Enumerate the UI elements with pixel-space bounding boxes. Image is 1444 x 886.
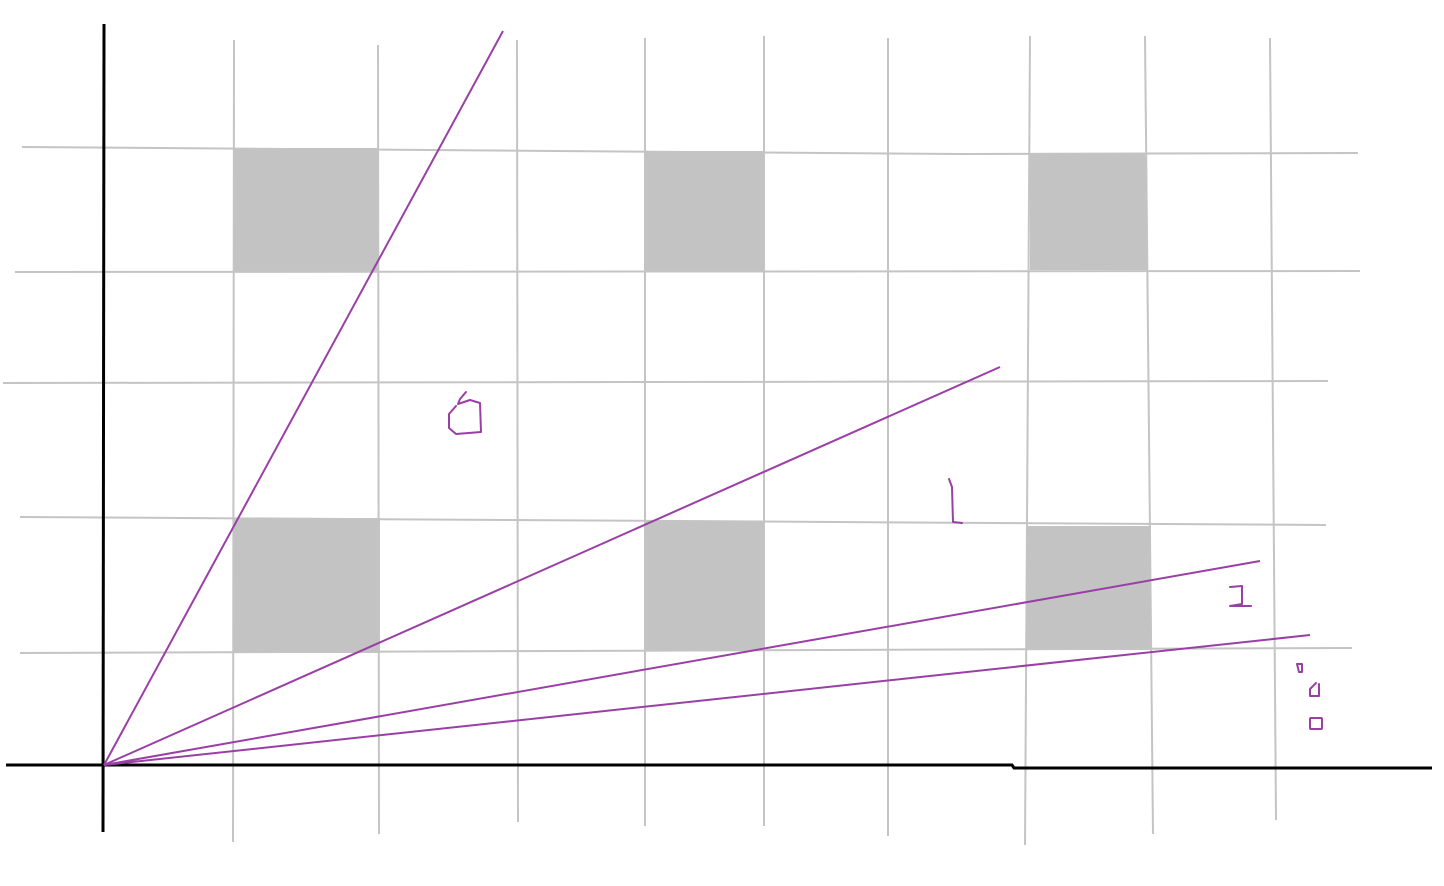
handwritten-mark-2 [948, 478, 963, 524]
rays [103, 30, 1311, 766]
x-axis [6, 763, 1432, 770]
shaded-cell-bottom-1 [233, 518, 380, 653]
ray-shallow [103, 560, 1261, 766]
handwritten-mark-5 [1309, 682, 1320, 697]
grid-line-horizontal [2, 380, 1329, 384]
shaded-cell-bottom-2 [645, 521, 764, 651]
grid-line-horizontal [14, 270, 1361, 273]
shaded-cell-top-2 [645, 151, 764, 271]
grid-line-horizontal [21, 146, 1359, 156]
grid-line-vertical [232, 39, 235, 843]
y-axis [101, 23, 106, 833]
handwritten-mark-3 [1229, 585, 1252, 607]
shaded-cells [233, 148, 1151, 653]
ray-medium [103, 366, 1001, 766]
shaded-cell-top-3 [1030, 154, 1147, 270]
grid-line-vertical [1024, 35, 1031, 846]
handwritten-mark-4 [1296, 663, 1303, 673]
shaded-cell-bottom-3 [1027, 526, 1151, 650]
handwritten-mark-6 [1309, 717, 1323, 730]
axes [6, 23, 1432, 833]
grid-line-vertical [1144, 35, 1154, 835]
handwritten-marks [448, 391, 1323, 730]
ray-steep [103, 30, 504, 766]
grid-line-vertical [377, 44, 380, 835]
shaded-cell-top-1 [233, 148, 379, 272]
grid-line-vertical [516, 39, 519, 823]
vertical-grid-lines [232, 35, 1277, 846]
grid-line-horizontal [19, 647, 1353, 654]
handwritten-mark-1 [448, 391, 482, 435]
horizontal-grid-lines [2, 146, 1361, 654]
ray-flattest [103, 634, 1311, 766]
grid-line-vertical [1269, 37, 1277, 821]
